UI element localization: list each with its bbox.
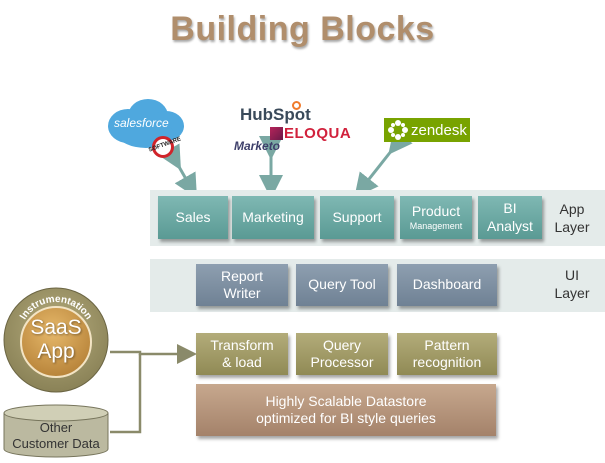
app-box-label: Analyst: [487, 217, 533, 234]
saas-label-line: App: [37, 340, 75, 364]
saas-label-line: SaaS: [30, 316, 82, 339]
datastore-box: Highly Scalable Datastore optimized for …: [196, 384, 496, 436]
app-box-bi-analyst: BI Analyst: [478, 196, 542, 239]
app-box-label: Support: [332, 208, 382, 225]
process-box-label: Processor: [310, 354, 374, 370]
marketo-logo: Marketo: [234, 139, 281, 153]
process-box-query-processor: Query Processor: [296, 333, 388, 375]
saas-app-label: SaaS App: [21, 316, 91, 364]
ui-box-dashboard: Dashboard: [397, 264, 497, 306]
layer-label-line: Layer: [554, 219, 590, 236]
ui-layer-label: UI Layer: [548, 266, 596, 302]
arrow-salesforce-sales: [158, 143, 197, 199]
app-layer-label: App Layer: [548, 200, 596, 236]
other-data-line: Customer Data: [12, 436, 100, 452]
ui-box-label: Writer: [223, 285, 261, 301]
database-cylinder-icon: [3, 404, 109, 458]
process-box-label: & load: [222, 354, 262, 370]
app-box-sublabel: Management: [409, 220, 463, 231]
datastore-label: Highly Scalable Datastore: [265, 392, 427, 409]
layer-label-line: App: [559, 201, 585, 217]
eloqua-cube-icon: [270, 127, 283, 140]
arrow-zendesk-support: [354, 128, 413, 198]
line-saas-to-transform: [110, 344, 197, 364]
app-box-sales: Sales: [158, 196, 228, 239]
ui-box-label: Dashboard: [412, 276, 482, 293]
ui-box-query-tool: Query Tool: [296, 264, 388, 306]
app-box-support: Support: [320, 196, 394, 239]
zendesk-icon: [388, 120, 408, 140]
layer-label-line: UI: [565, 267, 579, 283]
salesforce-text: salesforce: [114, 116, 169, 130]
other-data-line: Other: [39, 420, 73, 435]
other-data-label: Other Customer Data: [2, 420, 110, 453]
app-box-label: Sales: [175, 208, 211, 225]
ui-box-label: Report: [220, 267, 264, 284]
saas-ring-icon: Instrumentation: [3, 287, 109, 393]
salesforce-logo: salesforce SOFTWARE: [104, 96, 188, 158]
hubspot-sprocket-icon: [292, 101, 301, 110]
app-box-label: Product: [411, 203, 461, 220]
process-box-transform-load: Transform & load: [196, 333, 288, 375]
app-box-product-management: Product Management: [400, 196, 472, 239]
process-box-label: recognition: [412, 354, 482, 370]
process-box-label: Pattern: [424, 336, 470, 353]
process-box-pattern-recognition: Pattern recognition: [397, 333, 497, 375]
app-box-label: Marketing: [242, 208, 304, 225]
line-other-data: [110, 354, 142, 434]
ui-box-label: Query Tool: [308, 276, 376, 293]
ui-box-report-writer: Report Writer: [196, 264, 288, 306]
other-customer-data-node: Other Customer Data: [2, 404, 110, 458]
process-box-label: Transform: [210, 336, 274, 353]
eloqua-logo: ELOQUA: [284, 125, 352, 142]
app-box-marketing: Marketing: [232, 196, 314, 239]
hubspot-logo: HubSpot: [240, 105, 311, 124]
zendesk-text: zendesk: [411, 121, 467, 139]
page-title: Building Blocks: [170, 10, 435, 48]
zendesk-logo: zendesk: [384, 118, 470, 142]
cloud-icon: [108, 99, 184, 148]
datastore-label: optimized for BI style queries: [256, 410, 436, 426]
process-box-label: Query: [322, 336, 362, 353]
layer-label-line: Layer: [554, 285, 590, 302]
saas-app-node: Instrumentation SaaS App: [2, 286, 110, 394]
no-software-badge: [152, 136, 174, 158]
app-box-label: BI: [503, 200, 517, 216]
